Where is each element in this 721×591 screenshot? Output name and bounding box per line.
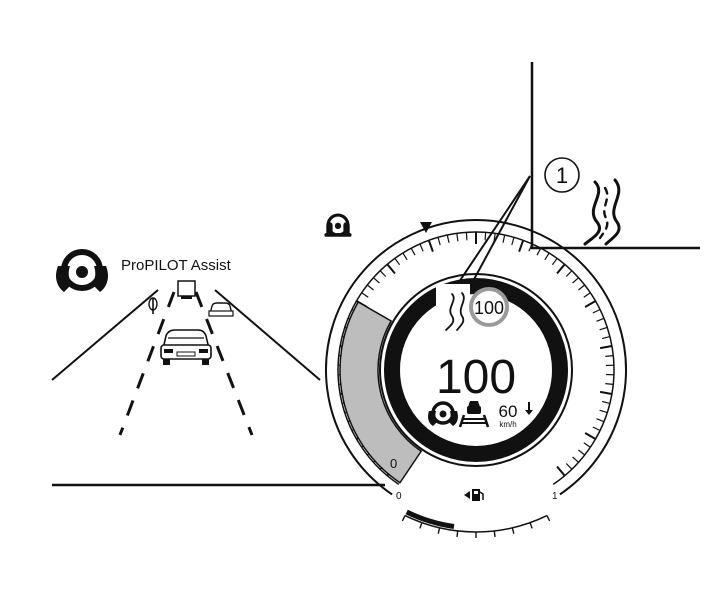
outer-ring-arc: [325, 219, 627, 496]
speed-limit-value: 100: [474, 298, 504, 318]
gauge-tick: [565, 463, 573, 470]
gauge-tick: [402, 252, 408, 261]
gauge-tick: [599, 409, 608, 414]
gauge-tick: [373, 277, 380, 284]
gauge-tick: [465, 232, 468, 241]
gauge-tick: [536, 247, 542, 256]
arrow-down-icon: [525, 402, 533, 415]
gauge-tick: [584, 432, 596, 440]
gauge-tick: [605, 355, 614, 357]
gauge-tick: [592, 426, 601, 432]
fuel-tick: [546, 515, 551, 522]
gauge-tick: [456, 233, 459, 242]
steering-wheel-small-icon: [324, 213, 352, 237]
gauge-tick: [596, 317, 605, 322]
fuel-level-bar: [405, 509, 455, 529]
slippery-road-small-icon: [445, 292, 465, 331]
gauge-tick: [578, 284, 586, 291]
fuel-empty-label: 0: [396, 491, 402, 502]
gauge-tick: [528, 243, 533, 252]
steering-wheel-hands-icon: [56, 249, 108, 292]
callout-number: 1: [556, 163, 568, 188]
speed-limit-sign: 100: [469, 287, 509, 327]
gauge-tick: [502, 234, 506, 243]
callout-1: 1: [454, 157, 580, 289]
slippery-road-icon: [583, 178, 621, 246]
gauge-tick: [601, 336, 611, 340]
motorcycle-icon: [148, 297, 158, 314]
gauge-tick: [565, 270, 573, 277]
gauge-tick: [410, 247, 416, 256]
fuel-tick: [456, 530, 459, 537]
gauge-tick: [427, 239, 434, 252]
gauge-tick: [361, 292, 369, 298]
gauge-tick: [366, 284, 374, 291]
gauge-tick: [394, 258, 401, 266]
gauge-marker-icon: [420, 222, 432, 233]
gauge-tick: [578, 449, 586, 456]
fuel-tick: [419, 522, 423, 529]
propilot-assist-view: ProPILOT Assist: [51, 249, 321, 436]
lane-keep-icon: [458, 401, 490, 428]
vehicle-ahead-icon: [160, 329, 212, 365]
gauge-tick: [551, 258, 558, 266]
slippery-road-warning: [436, 284, 470, 338]
gauge-tick: [599, 345, 613, 350]
fuel-pump-icon: [464, 489, 484, 501]
fuel-full-label: 1: [552, 491, 558, 502]
gauge-tick: [596, 418, 605, 423]
gauge-tick: [437, 237, 441, 246]
gauge-tick: [592, 308, 601, 314]
gauge-tick: [605, 383, 614, 385]
gauge-tick: [386, 263, 396, 275]
gauge-tick: [572, 277, 579, 284]
gauge-tick: [511, 237, 515, 246]
gauge-tick: [599, 390, 613, 395]
gauge-tick: [601, 400, 611, 404]
gauge-tick: [599, 326, 608, 331]
gauge-tick: [556, 263, 566, 275]
set-speed: 60: [499, 402, 518, 421]
fuel-tick: [529, 522, 533, 529]
gauge-tick: [446, 234, 450, 243]
callout-frame: [52, 62, 700, 487]
gauge-tick: [544, 252, 550, 261]
speed-unit: km/h: [499, 420, 516, 429]
instrument-gauge: 100 100 60 km/h 0 0 1: [325, 219, 627, 538]
gauge-tick: [484, 232, 487, 241]
propilot-assist-label: ProPILOT Assist: [121, 257, 232, 274]
gauge-tick: [583, 442, 591, 448]
power-band: [339, 300, 423, 484]
fuel-tick: [493, 530, 496, 537]
gauge-tick: [493, 233, 496, 242]
tach-zero-label: 0: [390, 456, 397, 471]
truck-ahead-icon: [177, 280, 196, 299]
fuel-tick: [437, 527, 441, 534]
inner-ring-outline: [379, 273, 573, 467]
gauge-tick: [518, 239, 525, 252]
inner-ring: [384, 278, 568, 462]
gauge-tick: [572, 456, 579, 463]
gauge-tick: [419, 243, 424, 252]
fuel-gauge: 0 1: [396, 489, 558, 538]
fuel-tick: [511, 527, 515, 534]
gauge-tick: [583, 292, 591, 298]
fuel-tick: [401, 515, 406, 522]
gauge-tick: [584, 300, 596, 308]
current-speed: 100: [436, 351, 516, 404]
fuel-ticks: [401, 515, 551, 538]
gauge-tick: [379, 270, 387, 277]
steering-wheel-status-icon: [428, 401, 458, 426]
gauge-tick: [556, 465, 566, 477]
adjacent-car-icon: [208, 302, 234, 317]
